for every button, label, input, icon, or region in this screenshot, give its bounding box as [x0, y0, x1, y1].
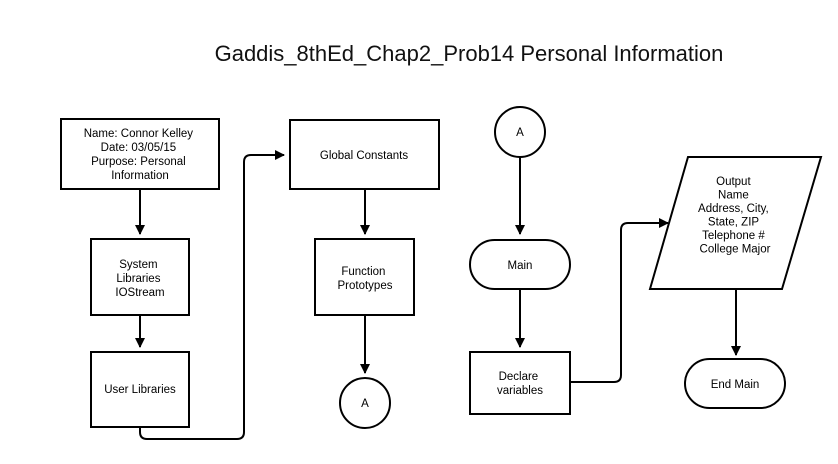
node-function-prototypes: Function Prototypes: [314, 238, 415, 316]
node-connector-in: A: [494, 106, 546, 158]
node-header-line: Information: [111, 170, 169, 182]
node-output: Output Name Address, City, State, ZIP Te…: [648, 156, 823, 290]
node-connector-out-text: A: [361, 398, 369, 410]
diagram-title: Gaddis_8thEd_Chap2_Prob14 Personal Infor…: [215, 41, 724, 66]
node-global-constants: Global Constants: [289, 119, 440, 190]
node-declare-variables-line: variables: [497, 385, 543, 397]
node-output-line: State, ZIP: [708, 217, 759, 229]
node-header-text: Name: Connor Kelley Date: 03/05/15 Purpo…: [84, 128, 197, 182]
node-main: Main: [469, 239, 571, 290]
node-end-main-line: End Main: [711, 379, 760, 391]
node-function-prototypes-line: Prototypes: [338, 280, 393, 292]
node-user-libraries: User Libraries: [90, 351, 190, 428]
node-connector-in-text: A: [516, 127, 524, 139]
node-end-main: End Main: [684, 358, 786, 409]
node-output-line: Address, City,: [698, 203, 769, 215]
node-main-line: Main: [508, 260, 533, 272]
node-header: Name: Connor Kelley Date: 03/05/15 Purpo…: [60, 118, 220, 190]
node-system-libraries-line: Libraries: [116, 273, 160, 285]
node-connector-in-line: A: [516, 127, 524, 139]
node-declare-variables-text: Declare variables: [497, 371, 543, 397]
node-user-libraries-text: User Libraries: [104, 384, 176, 396]
edge-declare-variables-to-output: [570, 218, 669, 383]
node-declare-variables-line: Declare: [499, 371, 539, 383]
node-function-prototypes-line: Function: [341, 266, 385, 278]
node-header-line: Date: 03/05/15: [101, 142, 176, 154]
node-global-constants-text: Global Constants: [320, 150, 408, 162]
node-global-constants-line: Global Constants: [320, 150, 408, 162]
node-system-libraries-line: IOStream: [115, 287, 164, 299]
node-function-prototypes-text: Function Prototypes: [338, 266, 393, 292]
node-header-line: Purpose: Personal: [91, 156, 186, 168]
node-connector-out-line: A: [361, 398, 369, 410]
node-system-libraries-line: System: [119, 259, 157, 271]
node-user-libraries-line: User Libraries: [104, 384, 176, 396]
node-output-line: Telephone #: [702, 230, 765, 242]
node-header-line: Name: Connor Kelley: [84, 128, 194, 140]
node-system-libraries-text: System Libraries IOStream: [115, 259, 164, 299]
node-system-libraries: System Libraries IOStream: [90, 238, 190, 316]
node-connector-out: A: [339, 377, 391, 429]
node-output-line: College Major: [700, 244, 771, 256]
node-output-text: Output Name Address, City, State, ZIP Te…: [698, 176, 772, 256]
node-output-line: Output: [716, 176, 751, 188]
node-output-line: Name: [718, 190, 749, 202]
node-end-main-text: End Main: [711, 379, 760, 391]
node-declare-variables: Declare variables: [469, 351, 571, 415]
node-main-text: Main: [508, 260, 533, 272]
edge-user-libraries-to-global-constants: [139, 150, 285, 440]
